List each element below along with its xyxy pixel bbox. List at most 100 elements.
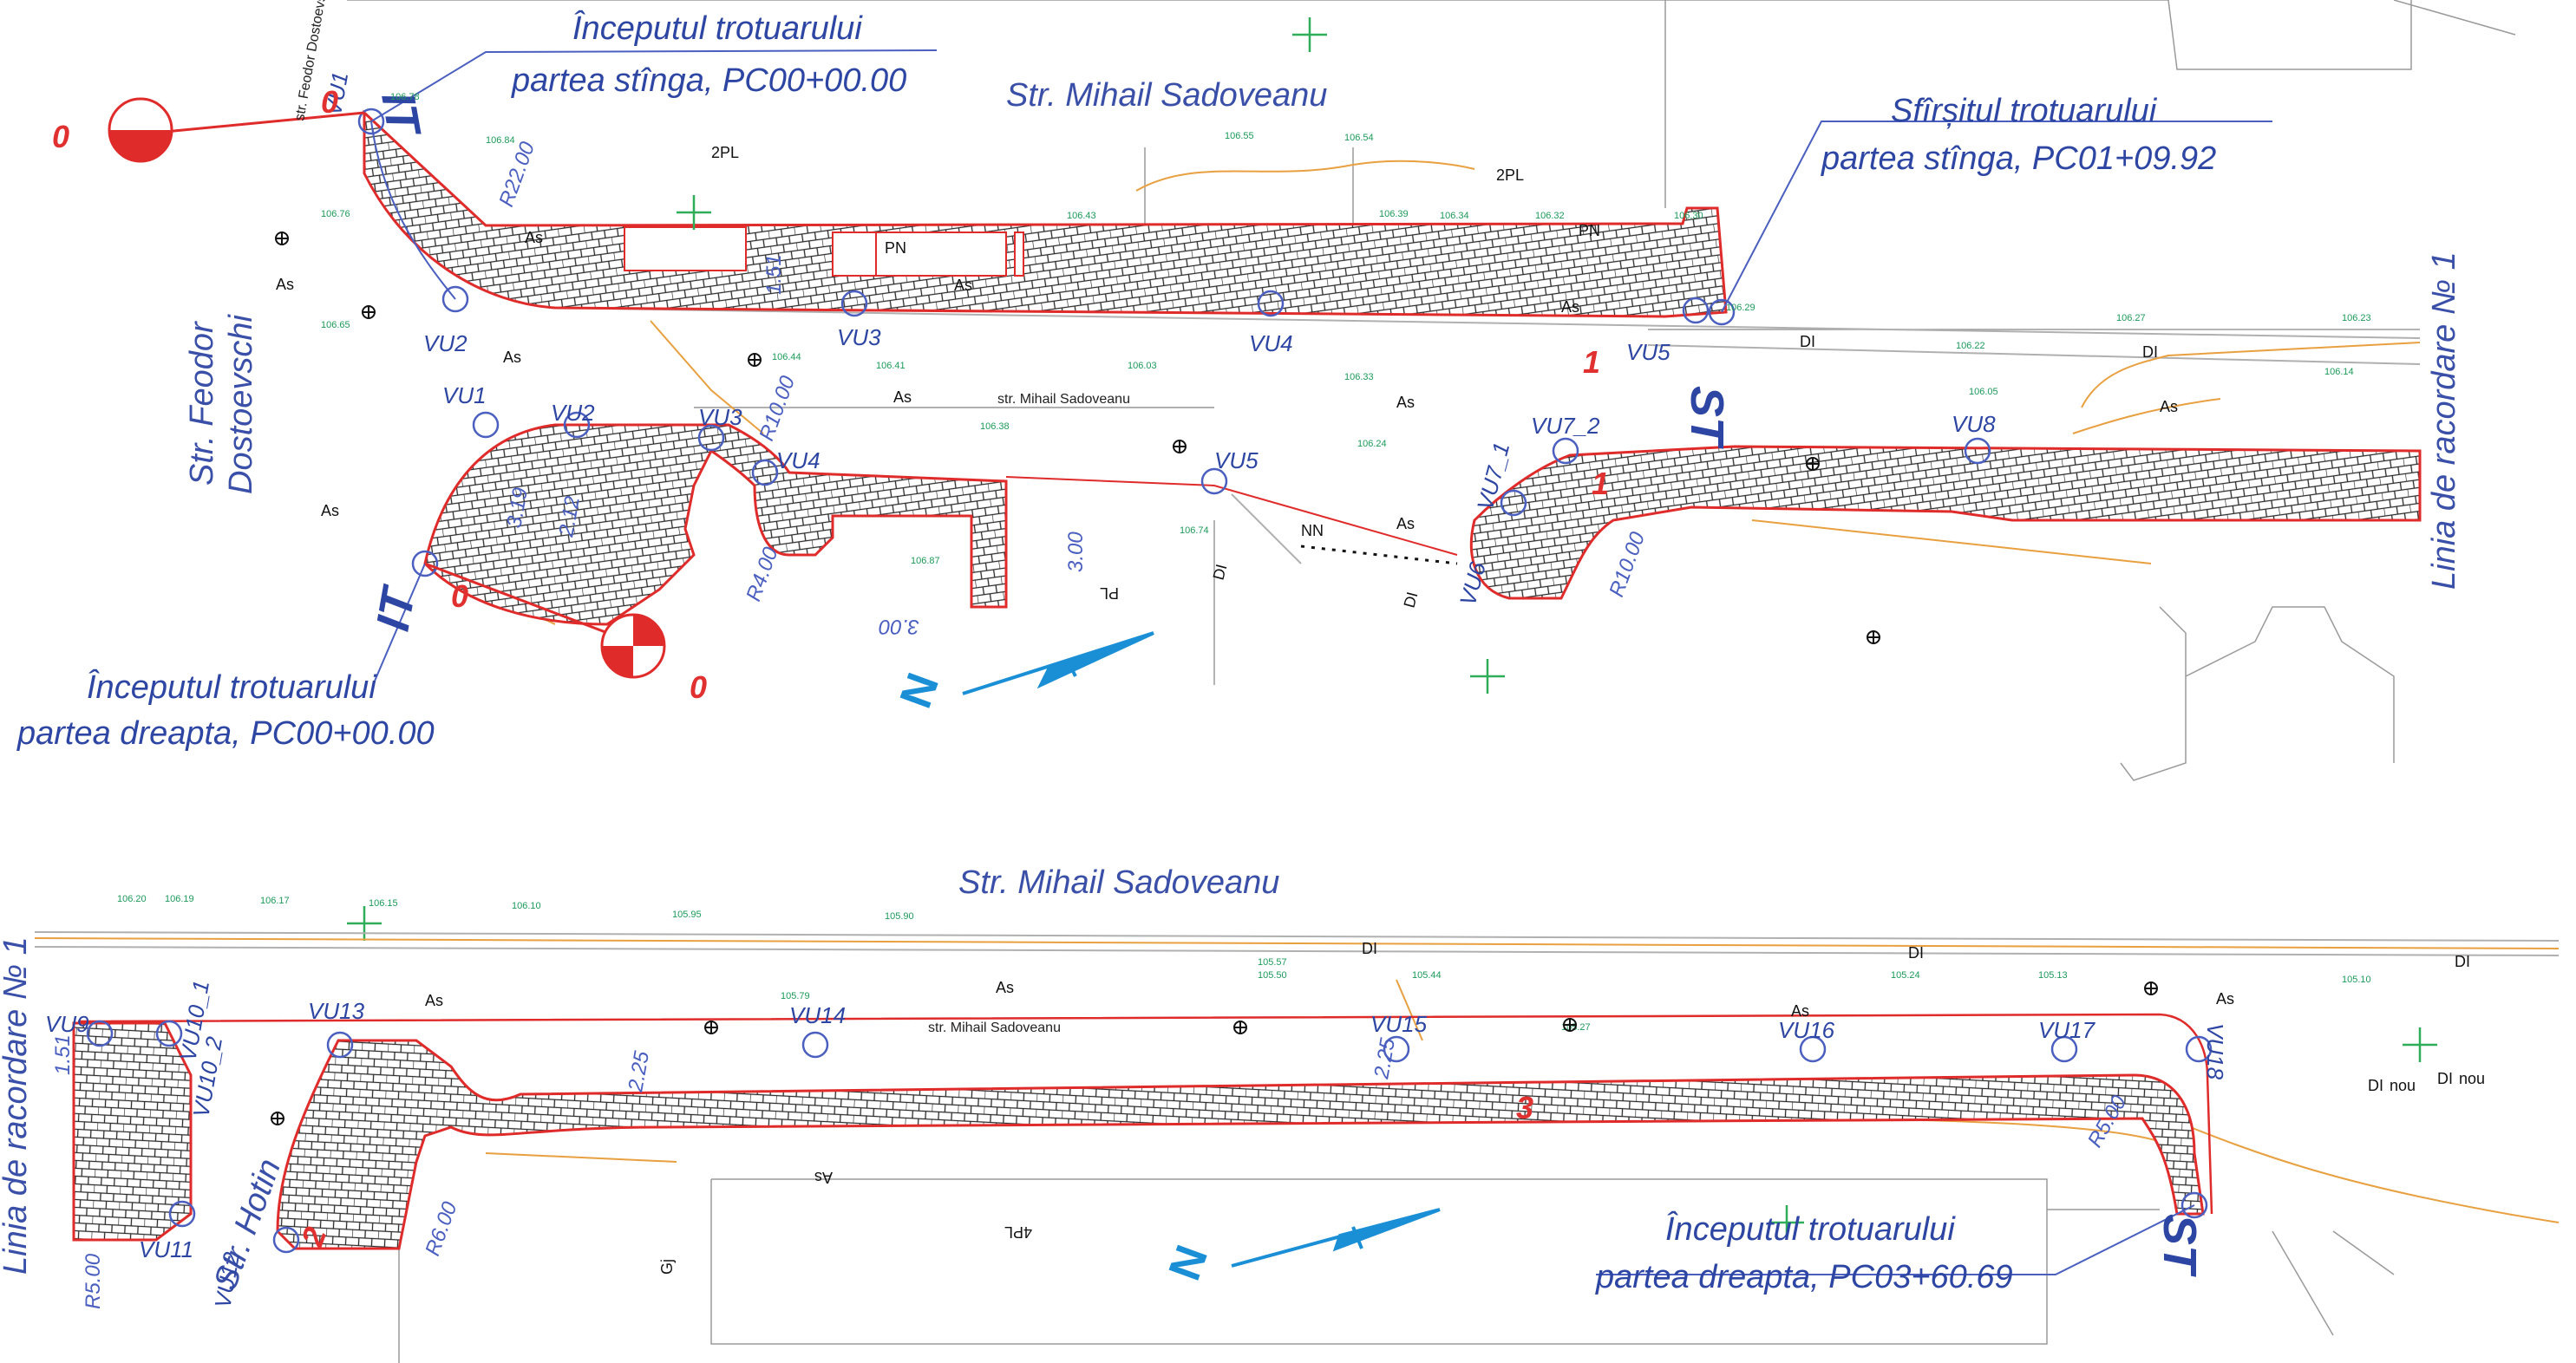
svg-text:4PL: 4PL bbox=[1004, 1223, 1032, 1241]
svg-text:106.10: 106.10 bbox=[512, 901, 541, 911]
svg-text:DI: DI bbox=[2142, 343, 2158, 361]
note-left-end-2: partea stînga, PC01+09.92 bbox=[1821, 140, 2216, 177]
svg-text:106.19: 106.19 bbox=[165, 894, 194, 904]
sidewalk-right-top-b bbox=[1469, 445, 2422, 600]
marker-three: 3 bbox=[1516, 1090, 1533, 1125]
vertex-label-vu16: VU16 bbox=[1778, 1017, 1835, 1043]
svg-text:106.33: 106.33 bbox=[1344, 372, 1374, 382]
svg-text:106.84: 106.84 bbox=[486, 135, 515, 146]
svg-text:106.78: 106.78 bbox=[390, 92, 420, 102]
note-left-start-2: partea stînga, PC00+00.00 bbox=[511, 62, 906, 99]
svg-text:DI: DI bbox=[1908, 944, 1924, 962]
svg-text:106.24: 106.24 bbox=[1357, 439, 1387, 449]
svg-text:As: As bbox=[893, 388, 912, 406]
svg-text:106.14: 106.14 bbox=[2324, 367, 2354, 377]
svg-text:As: As bbox=[954, 277, 972, 294]
dim-r4: R4.00 bbox=[742, 544, 782, 604]
alignment-line-bottom bbox=[77, 1013, 2213, 1215]
vertex-label-vu2b: VU2 bbox=[551, 400, 595, 426]
street-sadoveanu-bottom: Str. Mihail Sadoveanu bbox=[958, 864, 1279, 901]
svg-text:Gj: Gj bbox=[658, 1259, 676, 1275]
dim-r6: R6.00 bbox=[421, 1198, 461, 1259]
driveway-gap bbox=[1014, 232, 1024, 277]
note-right-start-1: Începutul trotuarului bbox=[87, 668, 377, 706]
svg-text:As: As bbox=[425, 992, 443, 1009]
marker-st-top: ST bbox=[1681, 386, 1733, 449]
svg-text:106.22: 106.22 bbox=[1956, 341, 1985, 351]
vertex-label-vu13: VU13 bbox=[308, 998, 365, 1024]
background-lines-bottom bbox=[398, 1178, 2395, 1363]
vertex-label-vu12: VU12 bbox=[209, 1249, 245, 1310]
north-label-bottom: N bbox=[1160, 1239, 1218, 1287]
svg-text:106.20: 106.20 bbox=[117, 894, 147, 904]
svg-text:106.74: 106.74 bbox=[1180, 525, 1209, 536]
svg-text:As: As bbox=[2216, 990, 2234, 1008]
north-label-top: N bbox=[891, 667, 949, 714]
svg-text:As: As bbox=[503, 349, 521, 366]
vertex-circles-top bbox=[357, 108, 1991, 577]
surface-labels-bottom: As As As As As DI DI DI DI DI 4PL Gj nou… bbox=[425, 940, 2485, 1275]
dim-w5: 1.51 bbox=[51, 1034, 75, 1075]
point-symbols bbox=[271, 232, 2158, 1125]
svg-text:DI: DI bbox=[1210, 562, 1231, 582]
svg-text:105.50: 105.50 bbox=[1258, 970, 1287, 981]
marker-zero-2: 0 bbox=[321, 84, 338, 120]
svg-text:106.43: 106.43 bbox=[1067, 211, 1096, 221]
north-arrow-top bbox=[962, 631, 1154, 695]
north-arrow-bottom bbox=[1231, 1208, 1441, 1268]
svg-text:106.44: 106.44 bbox=[772, 352, 801, 362]
svg-text:2PL: 2PL bbox=[711, 144, 739, 161]
street-dostoevschi-1: Str. Feodor bbox=[184, 321, 220, 486]
svg-text:As: As bbox=[814, 1169, 833, 1186]
vertex-label-vu5b: VU5 bbox=[1214, 447, 1259, 473]
vertex-label-vu9: VU9 bbox=[45, 1011, 89, 1037]
dim-r22: R22.00 bbox=[494, 138, 539, 210]
svg-text:DI: DI bbox=[2368, 1077, 2383, 1094]
svg-text:105.79: 105.79 bbox=[781, 991, 810, 1001]
svg-text:106.76: 106.76 bbox=[321, 209, 350, 219]
grid-cross-marks bbox=[347, 17, 2437, 1240]
dim-w4: 2.25 bbox=[624, 1049, 654, 1094]
sidewalk-bottom-hotin bbox=[276, 1039, 2205, 1250]
note-left-end-1: Sfîrșitul trotuarului bbox=[1891, 93, 2158, 129]
svg-text:106.23: 106.23 bbox=[2342, 313, 2371, 323]
driveway-gap bbox=[875, 232, 1007, 277]
vertex-label-vu2-top: VU2 bbox=[423, 330, 467, 356]
svg-text:DI: DI bbox=[1401, 590, 1422, 610]
marker-one-1: 1 bbox=[1583, 344, 1600, 380]
road-edge-lines-top bbox=[554, 307, 2421, 564]
svg-text:As: As bbox=[1396, 394, 1415, 411]
svg-text:DI: DI bbox=[1800, 333, 1815, 350]
elevation-points-bottom: 106.20 106.19 106.17 106.15 106.10 105.9… bbox=[117, 894, 2371, 1033]
marker-it-right: IT bbox=[367, 581, 426, 635]
vertex-label-vu14: VU14 bbox=[789, 1002, 846, 1028]
svg-text:As: As bbox=[1396, 515, 1415, 532]
dim-w6: 2.25 bbox=[1370, 1036, 1400, 1081]
sidewalk-left-top bbox=[363, 109, 1728, 318]
svg-text:106.27: 106.27 bbox=[2116, 313, 2146, 323]
svg-text:2PL: 2PL bbox=[1496, 166, 1524, 184]
street-dostoevschi-2: Dostoevschi bbox=[223, 313, 259, 494]
vertex-label-vu18: VU18 bbox=[2202, 1023, 2228, 1080]
svg-text:As: As bbox=[2160, 398, 2178, 415]
svg-text:106.32: 106.32 bbox=[1535, 211, 1565, 221]
svg-text:NN: NN bbox=[1301, 522, 1324, 539]
vertex-label-vu5-top: VU5 bbox=[1626, 339, 1670, 365]
svg-text:PL: PL bbox=[1100, 584, 1119, 602]
surface-labels-top: As As As As As As As As As As DI DI PN P… bbox=[276, 144, 2178, 610]
svg-text:nou: nou bbox=[2459, 1070, 2485, 1087]
svg-text:105.95: 105.95 bbox=[672, 910, 702, 920]
svg-text:As: As bbox=[321, 502, 339, 519]
start-marker-line-left bbox=[164, 111, 365, 134]
vertex-label-vu6: VU6 bbox=[1455, 558, 1491, 608]
svg-text:As: As bbox=[525, 229, 543, 246]
svg-text:106.03: 106.03 bbox=[1128, 361, 1157, 371]
vertex-label-vu15: VU15 bbox=[1370, 1011, 1428, 1037]
svg-text:105.10: 105.10 bbox=[2342, 975, 2371, 985]
svg-text:As: As bbox=[1791, 1002, 1809, 1020]
svg-text:105.24: 105.24 bbox=[1891, 970, 1920, 981]
svg-text:DI: DI bbox=[1362, 940, 1377, 957]
svg-text:106.87: 106.87 bbox=[911, 556, 940, 566]
street-sadoveanu-top: Str. Mihail Sadoveanu bbox=[1006, 77, 1327, 114]
alignment-line-top bbox=[1005, 476, 1458, 556]
